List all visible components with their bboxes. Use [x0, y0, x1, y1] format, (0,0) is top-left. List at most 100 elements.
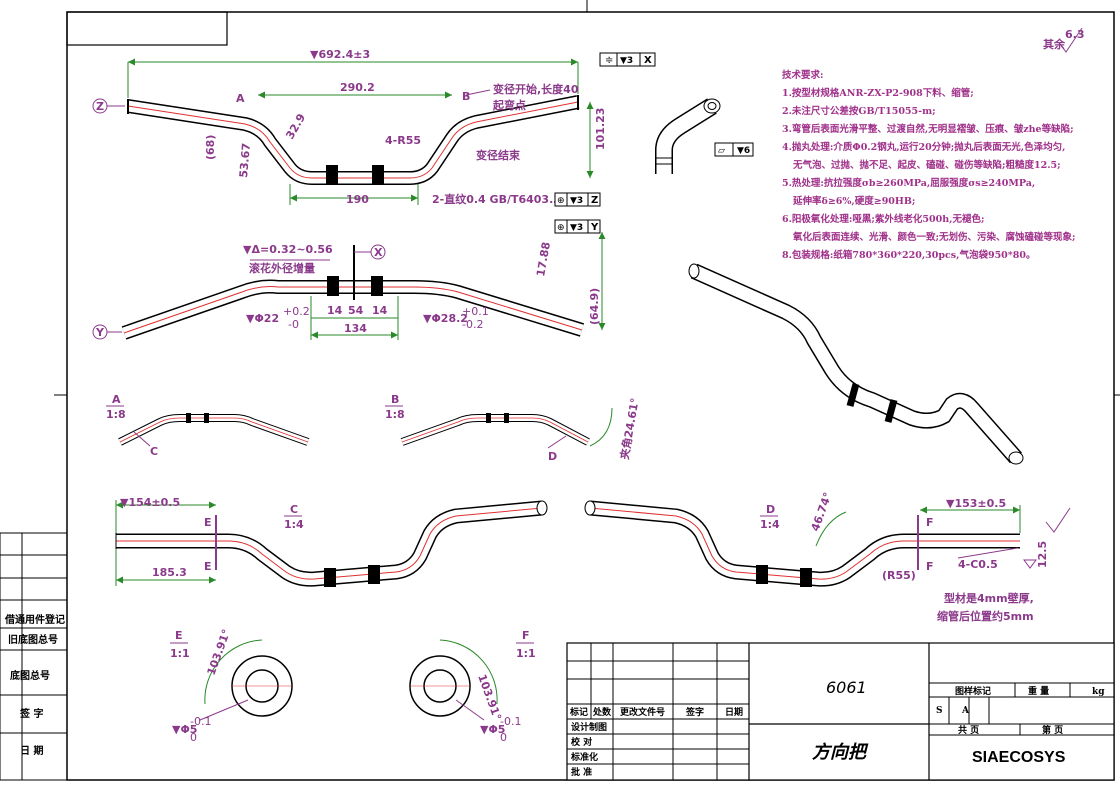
section-f: F 1:1 103.91° ▼Φ5 -0.1 0: [409, 629, 536, 744]
iso-detail-small: ▱ ▼6: [655, 98, 754, 174]
part-name: 方向把: [812, 742, 869, 763]
radius-r55: 4-R55: [385, 134, 421, 147]
view-a-scale: 1:8: [106, 408, 126, 421]
knurl-od-note: 滚花外径增量: [249, 261, 315, 275]
section-e: E 1:1 103.91° ▼Φ5 -0.1 0: [170, 628, 293, 744]
bend-start-note: 变径开始,长度40: [493, 82, 579, 96]
dim-153: ▼153±0.5: [946, 497, 1006, 510]
wall-note-2: 缩管后位置约5mm: [937, 609, 1034, 623]
dim-185: 185.3: [152, 566, 187, 579]
section-e-scale: 1:1: [170, 647, 190, 660]
view-a: A 1:8 C: [106, 393, 310, 458]
view-d-scale: 1:4: [760, 518, 780, 531]
dim-290: 290.2: [340, 81, 375, 94]
req-item: 8.包装规格:纸箱780*360*220,30pcs,气泡袋950*80。: [782, 249, 1035, 261]
top-view: ▼692.4±3 290.2 190 53.67 32.9 (68) 101.2…: [92, 48, 656, 207]
tb-mark: 更改文件号: [620, 706, 665, 718]
dia-22: ▼Φ22: [246, 312, 279, 325]
datum-z: Z: [96, 100, 104, 113]
view-c-scale: 1:4: [284, 518, 304, 531]
view-d-label: D: [766, 503, 775, 516]
req-item: 6.阳极氧化处理:哑黑;紫外线老化500h,无褪色;: [782, 213, 984, 225]
tb-row: 校 对: [571, 736, 592, 748]
dia-22-tol-lo: -0: [288, 318, 299, 331]
phi-e: ▼Φ5: [172, 723, 197, 736]
view-d: D 1:4 ▼153±0.5 F F 4-C0.5 12.5 (R55) 46.…: [584, 491, 1071, 623]
dim-190: 190: [346, 193, 369, 206]
section-f-bot: F: [926, 560, 934, 573]
radius-r55b: (R55): [882, 569, 916, 582]
tb-mark: 处数: [592, 706, 612, 718]
dim-101: 101.23: [594, 108, 607, 150]
phi-f: ▼Φ5: [480, 723, 505, 736]
section-e-label: E: [175, 629, 183, 642]
dim-54: 54: [348, 304, 364, 317]
label-b: B: [462, 90, 470, 103]
label-c: C: [150, 445, 158, 458]
dim-17: 17.88: [534, 241, 553, 278]
tol-e: -0.1: [190, 715, 211, 728]
req-item: 氧化后表面连续、光滑、颜色一致;无划伤、污染、腐蚀磕碰等现象;: [792, 231, 1076, 243]
tb-mark: 标记: [569, 706, 588, 718]
view-b: B 1:8 D 夹角24.61°: [385, 393, 642, 463]
gdt-tol: ▼3: [620, 56, 633, 66]
gdt-tol: ▼3: [570, 223, 583, 233]
section-f-label: F: [522, 629, 530, 642]
view-b-scale: 1:8: [385, 408, 405, 421]
section-f-scale: 1:1: [516, 647, 536, 660]
dia-28-tol-hi: +0.1: [462, 305, 489, 318]
dim-68: (68): [204, 135, 217, 160]
delta-note: ▼Δ=0.32~0.56: [243, 243, 333, 256]
tol-f: -0.1: [500, 715, 521, 728]
roughness-rest: 其余: [1043, 37, 1066, 51]
title-block: 标记 处数 更改文件号 签字 日期 设计制图 校 对 标准化 批 准 6061 …: [566, 642, 1115, 781]
dim-12: 12.5: [1036, 541, 1049, 568]
company: SIAECOSYS: [972, 749, 1066, 766]
datum-y: Y: [95, 326, 105, 339]
section-f-top: F: [926, 516, 934, 529]
view-c-label: C: [290, 503, 298, 516]
gdt-datum: X: [644, 55, 652, 66]
side-label: 借通用件登记: [4, 613, 65, 626]
gdt-cyl: ▼6: [737, 146, 750, 156]
label-a: A: [236, 92, 245, 105]
angle-46: 46.74°: [809, 491, 835, 533]
req-title: 技术要求:: [782, 69, 824, 81]
gdt-datum: Z: [591, 195, 598, 206]
req-item: 5.热处理:抗拉强度σb≥260MPa,屈服强度σs≥240MPa,: [782, 177, 1035, 189]
svg-text:≑: ≑: [605, 55, 613, 66]
page-number: 第 页: [1042, 724, 1063, 736]
total-pages: 共 页: [958, 724, 979, 736]
side-label: 旧底图总号: [8, 633, 58, 646]
tb-row: 批 准: [571, 766, 592, 778]
label-d: D: [548, 450, 557, 463]
section-e-top: E: [204, 516, 212, 529]
view-a-label: A: [112, 393, 121, 406]
gdt-datum: Y: [590, 222, 599, 233]
stage-s: S: [936, 706, 943, 716]
tb-mark: 签字: [685, 706, 704, 718]
req-item: 延伸率δ≥6%,硬度≥90HB;: [792, 195, 915, 207]
overall-length: ▼692.4±3: [310, 48, 370, 61]
iso-view-large: [688, 263, 1024, 465]
req-item: 1.按型材规格ANR-ZX-P2-908下料、缩管;: [782, 87, 974, 99]
svg-text:⊕: ⊕: [557, 223, 565, 233]
bend-point-note: 起弯点: [492, 98, 526, 112]
dim-14b: 14: [372, 304, 388, 317]
side-table: 借通用件登记 旧底图总号 底图总号 签 字 日 期: [0, 532, 68, 781]
front-view: X Y ▼Δ=0.32~0.56 滚花外径增量 ▼Φ22 +0.2 -0 ▼Φ2…: [92, 219, 606, 340]
req-item: 3.弯管后表面光滑平整、过渡自然,无明显褶皱、压痕、皱zhe等缺陷;: [782, 123, 1074, 135]
taper-end-note: 变径结束: [476, 148, 521, 162]
drawing-number-box: [66, 11, 228, 46]
dim-154: ▼154±0.5: [120, 496, 180, 509]
dim-32: 32.9: [283, 111, 308, 141]
dim-14a: 14: [327, 304, 343, 317]
stage-a: A: [961, 706, 970, 716]
dia-22-tol-hi: +0.2: [283, 305, 310, 318]
tol-f0: 0: [500, 731, 507, 744]
roughness-symbol: 6.3 其余: [1043, 27, 1085, 53]
dim-53: 53.67: [237, 142, 253, 178]
angle-24: 夹角24.61°: [617, 397, 642, 461]
tb-row: 标准化: [570, 751, 598, 763]
